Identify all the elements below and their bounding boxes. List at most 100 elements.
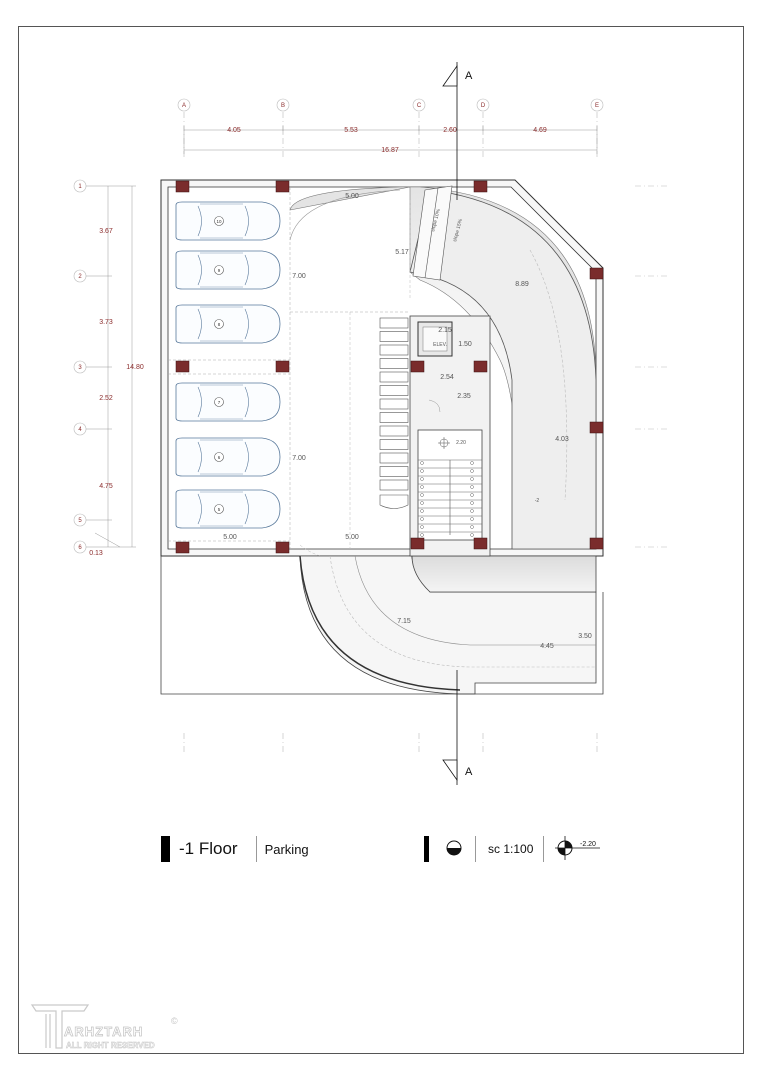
legend-divider-3: [543, 836, 545, 862]
ramp-step: [379, 398, 409, 410]
grid-row-1: 1: [78, 184, 82, 190]
stair-node: [420, 469, 424, 473]
dim-ramp-403: 4.03: [555, 436, 569, 443]
ramp-step: [379, 385, 409, 396]
dim-h-cd: 2.60: [443, 127, 457, 134]
car: 6: [175, 437, 281, 477]
dim-v-56: 0.13: [89, 550, 103, 557]
column: [175, 360, 190, 373]
grid-row-5: 5: [78, 518, 82, 524]
car: 5: [175, 489, 281, 529]
dim-ramp-517: 5.17: [395, 249, 409, 256]
column: [473, 180, 488, 193]
stair-node: [470, 461, 474, 465]
grid-row-bubbles: [73, 179, 87, 554]
watermark-copyright: ©: [171, 1016, 178, 1026]
stair-node: [420, 501, 424, 505]
stair-node: [420, 509, 424, 513]
dim-v-45: 4.75: [99, 483, 113, 490]
dim-bottom-mid: 5.00: [345, 534, 359, 541]
slope-label-15: slope 15%: [452, 218, 464, 243]
dim-h-ab: 4.05: [227, 127, 241, 134]
stair-node: [470, 469, 474, 473]
lower-ramp: [299, 555, 597, 695]
column: [275, 360, 290, 373]
car: 8: [175, 304, 281, 344]
grid-col-a: A: [182, 103, 186, 109]
ramp-step: [379, 466, 409, 477]
dim-v-34: 2.52: [99, 395, 113, 402]
column: [275, 541, 290, 554]
car: 7: [175, 382, 281, 422]
ramp-step: [379, 412, 409, 423]
grid-row-4: 4: [78, 427, 82, 433]
column: [175, 180, 190, 193]
parking-number: 8: [218, 322, 221, 327]
stair-node: [420, 517, 424, 521]
stair-node: [420, 477, 424, 481]
stair-node: [420, 461, 424, 465]
dim-ramp-350: 3.50: [578, 633, 592, 640]
site-boundary: [160, 556, 604, 695]
column: [473, 360, 488, 373]
dim-bottom-left: 5.00: [223, 534, 237, 541]
elevator-label: ELEV.: [433, 342, 447, 348]
legend-divider: [255, 836, 257, 862]
ramp-step: [379, 358, 409, 369]
stair-node: [470, 493, 474, 497]
car: 10: [175, 201, 281, 241]
sheet-border: [18, 26, 744, 1054]
dim-ramp-715: 7.15: [397, 618, 411, 625]
column: [589, 537, 604, 550]
ramp-step: [379, 371, 409, 383]
watermark-logo-icon: [30, 1004, 90, 1049]
structural-columns: [175, 180, 604, 554]
grid-row-2: 2: [78, 274, 82, 280]
legend-bar-icon: [161, 836, 170, 862]
ramp-step: [379, 344, 409, 356]
grid-col-c: C: [417, 103, 422, 109]
stair-node: [470, 509, 474, 513]
stair-node: [470, 525, 474, 529]
column: [410, 537, 425, 550]
parking-number: 5: [218, 507, 221, 512]
curved-ramp: [289, 185, 597, 550]
dim-h-total: 16.87: [381, 147, 399, 154]
grid-col-b: B: [281, 103, 285, 109]
legend-level: -2.20: [580, 841, 596, 848]
dim-h-bc: 5.53: [344, 127, 358, 134]
column: [275, 180, 290, 193]
dim-aisle-upper: 7.00: [292, 273, 306, 280]
legend-floor-group: -1 Floor Parking: [161, 834, 309, 864]
parking-number: 7: [218, 400, 221, 405]
grid-col-e: E: [595, 103, 599, 109]
ramp-step: [379, 331, 409, 342]
dim-ramp-445: 4.45: [540, 643, 554, 650]
dim-lobby-235: 2.35: [457, 393, 471, 400]
dim-elev-215: 2.15: [438, 327, 452, 334]
dim-aisle-lower: 7.00: [292, 455, 306, 462]
section-marker-top: A: [465, 70, 473, 82]
ramp-step: [379, 452, 409, 464]
watermark-brand: ARHZTARH: [64, 1024, 143, 1039]
ramp-step: [379, 479, 409, 491]
dim-v-total: 14.80: [126, 364, 144, 371]
grid-lines: [183, 112, 670, 752]
legend-scale: sc 1:100: [475, 834, 545, 864]
slope-label-10: slope 10%: [430, 208, 442, 233]
horizontal-dimension-lines: [183, 126, 598, 154]
stair-node: [420, 533, 424, 537]
stair-node: [470, 501, 474, 505]
legend-floor-title: -1 Floor: [179, 839, 238, 858]
parking-number: 6: [218, 455, 221, 460]
parking-number: 10: [216, 219, 222, 224]
stair-node: [420, 525, 424, 529]
legend-bar-small-icon: [424, 836, 429, 862]
dim-top-width: 5.00: [345, 193, 359, 200]
ramp-curve-upper: [289, 189, 401, 241]
car: 9: [175, 250, 281, 290]
level-target-icon: [438, 437, 450, 449]
grid-col-d: D: [481, 103, 486, 109]
